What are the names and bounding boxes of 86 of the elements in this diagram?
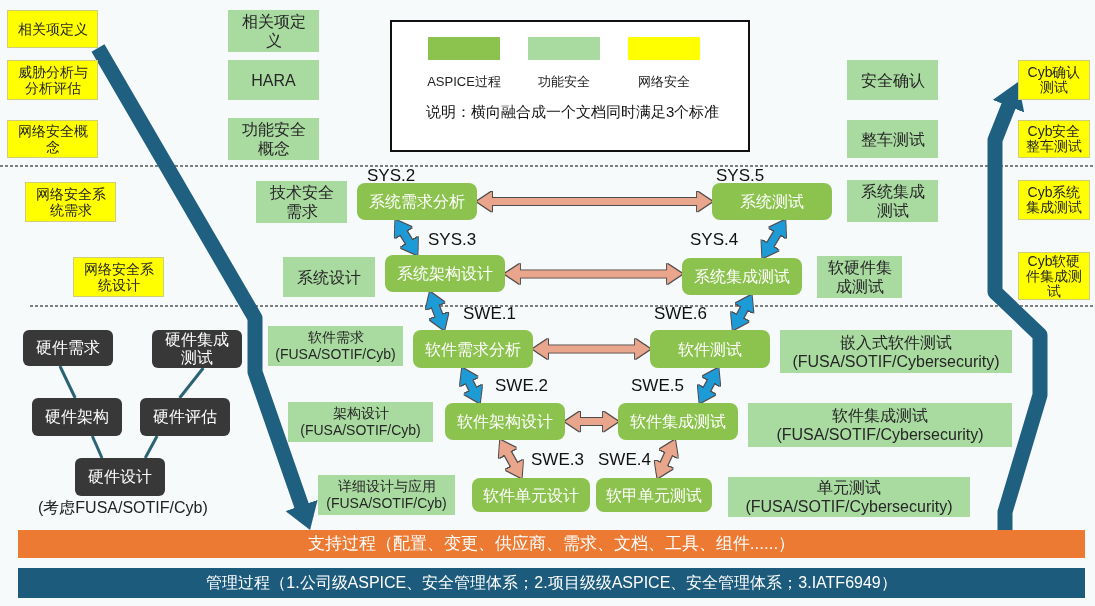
scope-label: (FUSA/SOTIF/Cybersecurity) — [792, 351, 1000, 371]
double-arrow — [477, 191, 713, 212]
connector-line — [143, 435, 159, 459]
double-arrow — [533, 339, 651, 359]
legend-label: 网络安全 — [638, 74, 690, 90]
process-bar: 管理过程（1.公司级ASPICE、安全管理体系；2.项目级级ASPICE、安全管理体系；3.IATF6949） — [18, 568, 1085, 598]
connector-line — [90, 435, 104, 459]
step-code-label: SYS.5 — [716, 167, 765, 184]
process-label: 软件需求 — [307, 329, 364, 346]
step-code-label: SWE.4 — [598, 451, 651, 468]
step-code-label: SWE.5 — [631, 377, 684, 394]
process-box: 软件单元设计 — [472, 478, 590, 512]
process-box: 相关项定义 — [228, 10, 319, 52]
process-box: 硬件集成测试 — [152, 330, 242, 368]
process-label: 单元测试 — [817, 478, 881, 497]
process-box: 安全确认 — [847, 60, 938, 100]
process-box: 软件测试 — [650, 330, 770, 368]
double-arrow — [697, 367, 721, 404]
process-box: 系统需求分析 — [357, 183, 477, 220]
note-text: 说明：横向融合成一个文档同时满足3个标准 — [426, 103, 720, 121]
arrow — [987, 82, 1048, 530]
process-box: 硬件需求 — [23, 330, 113, 366]
step-code-label: SWE.2 — [495, 377, 548, 394]
step-code-label: SWE.1 — [463, 305, 516, 322]
process-box: 功能安全概念 — [228, 118, 319, 160]
scope-label: (FUSA/SOTIF/Cybersecurity) — [745, 497, 953, 516]
process-box: 系统集成测试 — [847, 180, 938, 222]
process-box: Cyb系统集成测试 — [1018, 180, 1090, 220]
process-box: 网络安全概念 — [7, 120, 98, 158]
connector-line — [58, 365, 77, 399]
process-box: 硬件架构 — [32, 398, 122, 436]
process-box: Cyb确认测试 — [1018, 60, 1090, 100]
process-box: 软件集成测试 — [618, 403, 738, 440]
double-arrow — [460, 368, 482, 403]
process-box — [780, 330, 1012, 373]
double-arrow — [425, 292, 449, 330]
process-box: 软甲单元测试 — [596, 478, 712, 512]
double-arrow — [654, 440, 678, 478]
process-box: 网络安全系统设计 — [73, 257, 164, 297]
step-code-label: SYS.2 — [367, 167, 416, 184]
step-code-label: SWE.6 — [654, 305, 707, 322]
scope-label: (FUSA/SOTIF/Cyb) — [300, 422, 421, 439]
scope-label: (FUSA/SOTIF/Cyb) — [326, 495, 447, 512]
process-label: 架构设计 — [332, 405, 389, 422]
process-box — [748, 403, 1012, 447]
process-box: HARA — [228, 60, 319, 100]
process-box: 硬件评估 — [140, 398, 230, 436]
double-arrow — [498, 440, 523, 478]
double-arrow — [565, 411, 619, 432]
double-arrow — [394, 219, 418, 256]
process-box: 网络安全系统需求 — [25, 182, 116, 222]
process-label: 嵌入式软件测试 — [840, 332, 952, 352]
scope-label: (FUSA/SOTIF/Cybersecurity) — [776, 425, 984, 444]
process-box: Cyb软硬件集成测试 — [1018, 252, 1090, 300]
step-code-label: SYS.3 — [428, 231, 477, 248]
process-box: Cyb安全整车测试 — [1018, 120, 1090, 158]
double-arrow — [731, 294, 754, 331]
connector-line — [178, 367, 205, 399]
step-code-label: SWE.3 — [531, 451, 584, 468]
process-box: 系统集成测试 — [682, 258, 802, 295]
process-box: 相关项定义 — [7, 10, 98, 48]
arrow — [91, 44, 318, 531]
process-label: 软件集成测试 — [832, 406, 928, 425]
process-box: 系统架构设计 — [385, 255, 505, 292]
process-box: 整车测试 — [847, 120, 938, 158]
process-box: 系统设计 — [283, 257, 375, 297]
process-bar: 支持过程（配置、变更、供应商、需求、文档、工具、组件......） — [18, 530, 1085, 558]
process-box: 软件需求分析 — [413, 330, 533, 368]
process-label: 详细设计与应用 — [337, 478, 436, 495]
process-box: 软硬件集成测试 — [817, 256, 902, 298]
step-code-label: SYS.4 — [690, 231, 739, 248]
process-box: 技术安全需求 — [256, 181, 347, 223]
process-box: 软件架构设计 — [445, 403, 565, 440]
process-box — [288, 402, 433, 442]
process-box — [268, 326, 403, 366]
double-arrow — [761, 220, 787, 258]
process-box: 硬件设计 — [75, 458, 165, 496]
process-box — [318, 475, 455, 515]
process-box: 系统测试 — [712, 183, 832, 220]
double-arrow — [504, 263, 683, 284]
legend-label: ASPICE过程 — [427, 74, 501, 90]
scope-label: (FUSA/SOTIF/Cyb) — [275, 346, 396, 363]
process-box — [728, 477, 970, 517]
legend-label: 功能安全 — [538, 74, 590, 90]
process-box: 威胁分析与分析评估 — [7, 60, 98, 100]
note-label: (考虑FUSA/SOTIF/Cyb) — [38, 498, 208, 517]
